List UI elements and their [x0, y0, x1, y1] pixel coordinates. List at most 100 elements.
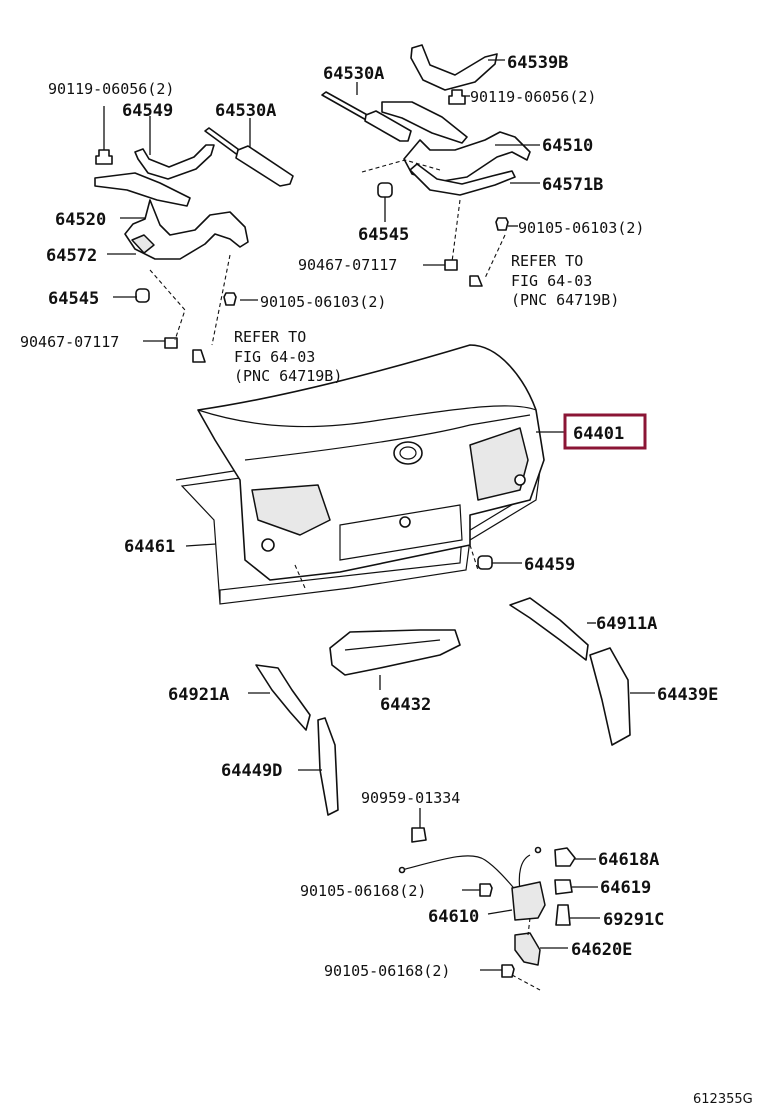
label-64449D[interactable]: 64449D	[221, 761, 282, 781]
label-90119-06056-right[interactable]: 90119-06056(2)	[470, 88, 596, 106]
label-90467-07117-left[interactable]: 90467-07117	[20, 333, 119, 351]
lead-l35	[487, 909, 513, 915]
trim-64449D[interactable]	[317, 717, 339, 816]
label-64461[interactable]: 64461	[124, 537, 175, 557]
lock-64610[interactable]	[511, 881, 546, 921]
bolt-90105-right[interactable]	[495, 217, 509, 231]
label-90467-07117-right[interactable]: 90467-07117	[298, 256, 397, 274]
part-64619[interactable]	[554, 879, 573, 895]
cable-end	[398, 866, 406, 874]
lock-dash	[511, 917, 541, 991]
label-64510[interactable]: 64510	[542, 136, 593, 156]
label-90105-06103-right[interactable]: 90105-06103(2)	[518, 219, 644, 237]
label-64572[interactable]: 64572	[46, 246, 97, 266]
bolt-90105-left[interactable]	[223, 292, 237, 306]
label-90105-06103-left[interactable]: 90105-06103(2)	[260, 293, 386, 311]
label-64530A-right[interactable]: 64530A	[323, 64, 384, 84]
lead-l24	[185, 543, 217, 547]
label-64610[interactable]: 64610	[428, 907, 479, 927]
trim-64439E[interactable]	[589, 647, 631, 746]
lid-lower-edge	[244, 414, 531, 461]
label-64571B[interactable]: 64571B	[542, 175, 603, 195]
lock-group	[398, 808, 600, 991]
refer-clip-right[interactable]	[469, 275, 483, 287]
label-refer-right-3[interactable]: (PNC 64719B)	[511, 291, 619, 309]
label-64921A[interactable]: 64921A	[168, 685, 229, 705]
striker-64620E[interactable]	[514, 932, 541, 966]
label-64459[interactable]: 64459	[524, 555, 575, 575]
label-64618A[interactable]: 64618A	[598, 850, 659, 870]
cushion-64459[interactable]	[477, 555, 493, 570]
hinge-plate-64520[interactable]	[94, 172, 191, 207]
highlight-box-64401	[563, 413, 647, 450]
part-64618A[interactable]	[554, 847, 576, 867]
label-64545-right[interactable]: 64545	[358, 225, 409, 245]
bolt-90105-06168-lower[interactable]	[501, 964, 515, 978]
label-64530A-left[interactable]: 64530A	[215, 101, 276, 121]
part-labels: 90119-06056(2) 64549 64530A 64530A 64539…	[20, 53, 718, 980]
label-refer-left-2[interactable]: FIG 64-03	[234, 348, 315, 366]
lid-pad-left	[261, 538, 275, 552]
cushion-64545-right[interactable]	[377, 182, 393, 198]
lid-inner-left	[251, 484, 331, 536]
figure-code: 612355G	[693, 1092, 753, 1107]
refer-clip-left[interactable]	[192, 349, 206, 363]
label-refer-left-3[interactable]: (PNC 64719B)	[234, 367, 342, 385]
trunk-lid-group	[175, 344, 647, 605]
label-64545-left[interactable]: 64545	[48, 289, 99, 309]
dash-right-3	[484, 234, 506, 279]
clip-90467-right[interactable]	[444, 259, 458, 271]
label-69291C[interactable]: 69291C	[603, 910, 664, 930]
label-64432[interactable]: 64432	[380, 695, 431, 715]
label-90105-06168-lower[interactable]: 90105-06168(2)	[324, 962, 450, 980]
label-90959-01334[interactable]: 90959-01334	[361, 789, 460, 807]
cushion-64545-left[interactable]	[135, 288, 150, 303]
label-refer-right-2[interactable]: FIG 64-03	[511, 272, 592, 290]
dash-left-1	[149, 269, 186, 341]
strut-rod-right[interactable]	[321, 91, 372, 122]
cable-end-2	[534, 846, 542, 854]
label-64439E[interactable]: 64439E	[657, 685, 718, 705]
label-64619[interactable]: 64619	[600, 878, 651, 898]
right-hinge-group	[321, 44, 540, 287]
label-64911A[interactable]: 64911A	[596, 614, 657, 634]
clip-90467-left[interactable]	[164, 337, 178, 349]
bracket-64539B[interactable]	[410, 44, 498, 91]
label-64401[interactable]: 64401	[573, 424, 624, 444]
label-64549[interactable]: 64549	[122, 101, 173, 121]
trim-group	[248, 597, 655, 816]
label-64539B[interactable]: 64539B	[507, 53, 568, 73]
lid-bolt-hole	[399, 516, 411, 528]
strut-cyl-right[interactable]	[364, 110, 412, 142]
lid-plate-recess	[339, 504, 463, 561]
trim-64432[interactable]	[329, 629, 461, 676]
bolt-90119-left[interactable]	[95, 149, 113, 165]
dash-right-2	[451, 199, 461, 263]
left-hinge-group	[94, 106, 294, 363]
label-64620E[interactable]: 64620E	[571, 940, 632, 960]
lock-cable[interactable]	[401, 855, 521, 896]
part-69291C[interactable]	[555, 904, 571, 926]
emblem	[393, 441, 423, 465]
trim-64911A[interactable]	[509, 597, 589, 661]
bracket-64549[interactable]	[134, 144, 215, 180]
lid-inner-right	[469, 427, 529, 501]
label-90119-06056-left[interactable]: 90119-06056(2)	[48, 80, 174, 98]
bolt-90105-06168-upper[interactable]	[479, 883, 493, 897]
hinge-plate-64510[interactable]	[381, 101, 468, 144]
lid-pad-right	[514, 474, 526, 486]
hinge-arm-lower-right[interactable]	[409, 163, 516, 196]
lid-crease	[197, 405, 537, 428]
trim-64921A[interactable]	[255, 664, 311, 731]
dash-right-1	[361, 159, 441, 173]
strut-cyl-left[interactable]	[235, 145, 294, 187]
emblem-inner	[399, 446, 417, 460]
label-90105-06168-upper[interactable]: 90105-06168(2)	[300, 882, 426, 900]
label-refer-left-1: REFER TO	[234, 328, 306, 346]
label-64520[interactable]: 64520	[55, 210, 106, 230]
label-refer-right-1: REFER TO	[511, 252, 583, 270]
bolt-90119-right[interactable]	[448, 89, 466, 105]
clip-90959[interactable]	[411, 827, 427, 843]
hinge-arm-64572[interactable]	[124, 199, 249, 260]
